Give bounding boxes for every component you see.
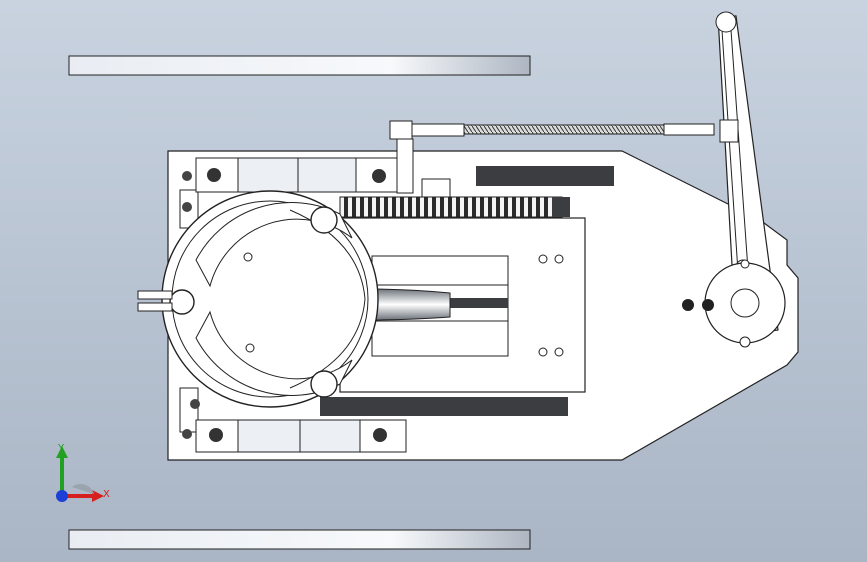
- rotating-disc: [137, 190, 379, 408]
- z-axis-dot: [56, 490, 68, 502]
- x-axis-label: X: [103, 489, 110, 500]
- threaded-rod: [463, 124, 665, 135]
- bottom-rail: [68, 529, 531, 550]
- crank-wheel: [704, 259, 786, 348]
- y-axis-label: Y: [58, 443, 65, 454]
- coordinate-triad: Y X: [50, 440, 120, 510]
- triad-graphic: [56, 446, 104, 502]
- top-rail: [68, 55, 531, 76]
- gear-rack: [339, 196, 563, 218]
